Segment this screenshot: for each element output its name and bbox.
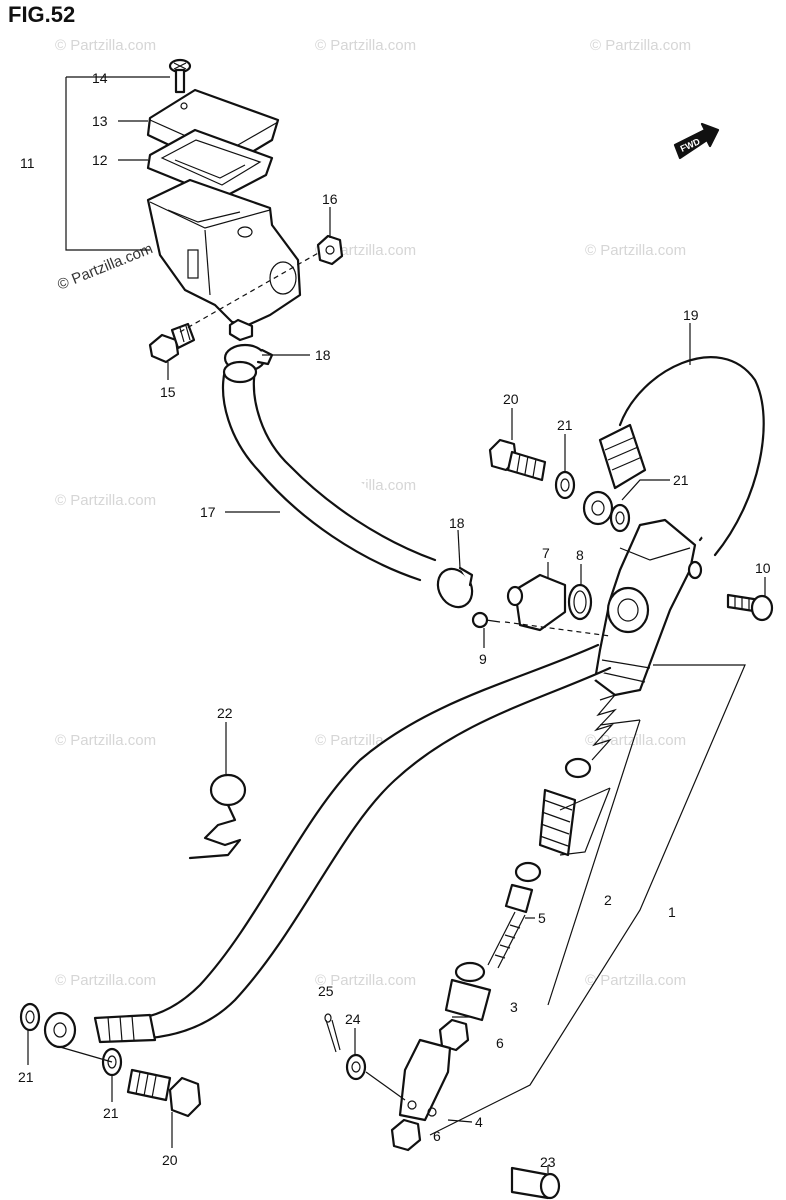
callout-23: 23 [540, 1154, 556, 1170]
upper-washer-b-hole [615, 511, 625, 525]
master-cylinder-body [593, 518, 703, 697]
callout-11: 11 [20, 155, 35, 171]
callout-21-upper-b: 21 [673, 472, 689, 488]
callout-13: 13 [92, 113, 108, 129]
watermark: © Partzilla.com [585, 732, 686, 749]
callout-20-upper: 20 [503, 391, 519, 407]
callout-10: 10 [755, 560, 771, 576]
watermark: © Partzilla.com [585, 242, 686, 259]
upper-washer-b [609, 503, 631, 533]
dust-boot [444, 961, 492, 1022]
callout-labels: 14 13 12 11 16 15 18 17 18 19 20 21 21 7… [18, 70, 771, 1170]
hose-guide-clip [188, 773, 247, 860]
upper-washer-a [554, 470, 576, 500]
leader-lines [27, 76, 766, 1173]
upper-washer-a-hole [560, 478, 570, 492]
watermark: © Partzilla.com [315, 37, 416, 54]
callout-21-upper-a: 21 [557, 417, 573, 433]
callout-24: 24 [345, 1011, 361, 1027]
callout-2: 2 [604, 892, 612, 908]
reservoir-body [146, 178, 302, 342]
watermark: © Partzilla.com [55, 37, 156, 54]
callout-15: 15 [160, 384, 176, 400]
callout-3: 3 [510, 999, 518, 1015]
callout-4: 4 [475, 1114, 483, 1130]
callout-19: 19 [683, 307, 699, 323]
lower-washer-a [19, 1002, 41, 1032]
callout-20-lower: 20 [162, 1152, 178, 1168]
callout-14: 14 [92, 70, 108, 86]
callout-6-lower: 6 [433, 1128, 441, 1144]
reservoir-connector [506, 573, 593, 632]
watermark: © Partzilla.com [55, 732, 156, 749]
callout-5: 5 [538, 910, 546, 926]
callout-8: 8 [576, 547, 584, 563]
piston-spring [591, 693, 617, 761]
callout-1: 1 [668, 904, 676, 920]
upper-union-bolt [488, 438, 547, 482]
callout-12: 12 [92, 152, 108, 168]
callout-17: 17 [200, 504, 216, 520]
callout-9: 9 [479, 651, 487, 667]
lower-union-bolt [126, 1068, 202, 1118]
pushrod-clevis [398, 1038, 452, 1122]
clutch-hose-lower [43, 643, 612, 1049]
forward-arrow-badge: FWD [673, 122, 720, 160]
connector-screw [471, 611, 501, 629]
clevis-washer [345, 1053, 367, 1081]
watermark: © Partzilla.com [585, 972, 686, 989]
clevis-washer-hole [351, 1061, 361, 1073]
lower-washer-b-hole [107, 1055, 117, 1069]
callout-21-lower-a: 21 [18, 1069, 34, 1085]
reservoir-diaphragm [146, 128, 274, 200]
lower-washer-a-hole [25, 1010, 35, 1024]
callout-22: 22 [217, 705, 233, 721]
master-cylinder-mount-bolt [726, 593, 774, 622]
watermark: © Partzilla.com [55, 492, 156, 509]
callout-16: 16 [322, 191, 338, 207]
clevis-pin [510, 1166, 561, 1200]
clevis-nut [390, 1118, 422, 1152]
callout-6-upper: 6 [496, 1035, 504, 1051]
callout-25: 25 [318, 983, 334, 999]
piston [538, 788, 577, 857]
reservoir-cap-screw [168, 58, 192, 94]
reservoir-mount-bolt [148, 322, 196, 364]
pushrod [487, 861, 542, 969]
lower-hose-clamp [436, 566, 474, 609]
callout-18-upper: 18 [315, 347, 331, 363]
reservoir-mount-nut [316, 234, 344, 266]
watermark: © Partzilla.com [55, 972, 156, 989]
figure-title: FIG.52 [8, 2, 76, 27]
watermark: © Partzilla.com [315, 972, 416, 989]
callout-21-lower-b: 21 [103, 1105, 119, 1121]
reservoir-hose [221, 360, 437, 582]
piston-cup [564, 757, 592, 779]
callout-7: 7 [542, 545, 550, 561]
watermark: © Partzilla.com [590, 37, 691, 54]
cotter-pin [324, 1013, 341, 1053]
watermark: © Partzilla.com [55, 240, 155, 294]
clutch-hose-upper [582, 356, 765, 557]
callout-18-lower: 18 [449, 515, 465, 531]
